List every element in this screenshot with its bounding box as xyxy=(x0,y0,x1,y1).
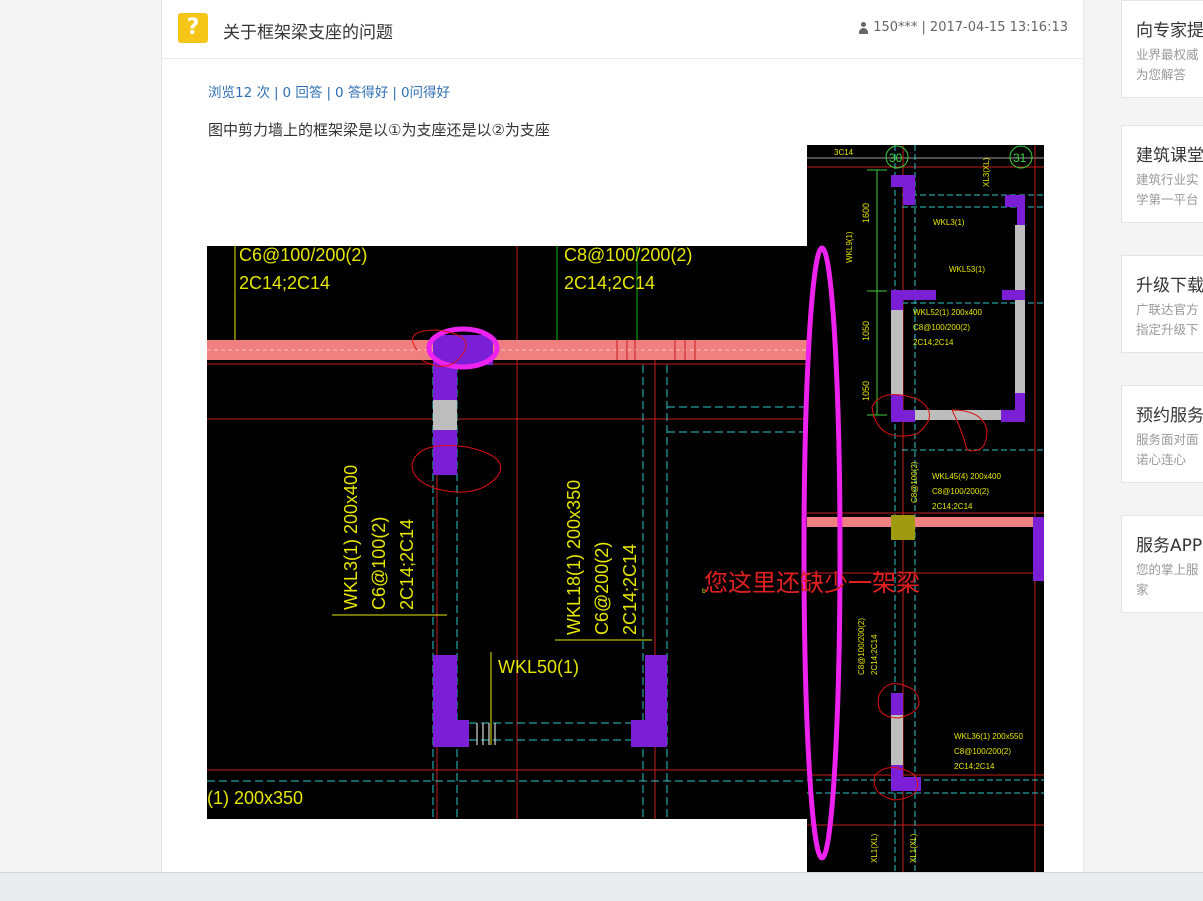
sidebar-card-title: 预约服务 xyxy=(1136,406,1203,426)
svg-text:(1) 200x350: (1) 200x350 xyxy=(207,788,303,808)
sidebar-card-desc: 您的掌上服家 xyxy=(1136,562,1199,597)
sidebar-card-desc: 广联达官方指定升级下 xyxy=(1136,302,1199,337)
stats-separator: | xyxy=(326,85,331,101)
sidebar-card-app[interactable]: 服务APP 您的掌上服家 xyxy=(1121,515,1203,613)
question-stats: 浏览12 次|0 回答|0 答得好|0问得好 xyxy=(208,81,450,101)
question-card: ? 关于框架梁支座的问题 150*** | 2017-04-15 13:16:1… xyxy=(161,0,1084,872)
svg-text:C6@100/200(2): C6@100/200(2) xyxy=(239,245,367,265)
svg-text:2C14;2C14: 2C14;2C14 xyxy=(932,502,973,511)
sidebar-card-title: 服务APP xyxy=(1136,536,1203,556)
question-mark-icon: ? xyxy=(178,13,208,43)
svg-text:2C14;2C14: 2C14;2C14 xyxy=(620,544,640,635)
svg-text:WKL50(1): WKL50(1) xyxy=(498,657,579,677)
sidebar-card-desc: 业界最权威为您解答 xyxy=(1136,47,1199,82)
svg-text:C8@100/200(2): C8@100/200(2) xyxy=(857,618,866,675)
svg-text:WKL52(1) 200x400: WKL52(1) 200x400 xyxy=(913,308,982,317)
browser-status-bar xyxy=(0,872,1203,901)
svg-text:WKL53(1): WKL53(1) xyxy=(949,265,985,274)
svg-text:C6@200(2): C6@200(2) xyxy=(592,542,612,635)
sidebar-card-desc: 服务面对面诺心连心 xyxy=(1136,432,1199,467)
svg-text:2C14;2C14: 2C14;2C14 xyxy=(397,519,417,610)
svg-text:WKL9(1): WKL9(1) xyxy=(845,231,854,263)
answers-count[interactable]: 0 回答 xyxy=(282,85,323,101)
sidebar-card-title: 升级下载 xyxy=(1136,276,1203,296)
question-meta: 150*** | 2017-04-15 13:16:13 xyxy=(858,20,1068,35)
svg-text:WKL3(1): WKL3(1) xyxy=(933,218,965,227)
sidebar-card-desc: 建筑行业实学第一平台 xyxy=(1136,172,1199,207)
markup-annotation: 您这里还缺少一架梁 xyxy=(704,569,920,597)
svg-text:2C14;2C14: 2C14;2C14 xyxy=(913,338,954,347)
cad-drawing-image[interactable]: b C6@100/200(2) 2C14;2C14 C8@100/200(2) … xyxy=(207,145,1044,872)
svg-text:3C14: 3C14 xyxy=(834,148,854,157)
svg-text:C6@100(2): C6@100(2) xyxy=(369,517,389,610)
sidebar-card-title: 向专家提 xyxy=(1136,21,1203,41)
svg-text:1050: 1050 xyxy=(861,321,871,341)
svg-text:XL1(XL): XL1(XL) xyxy=(870,833,879,863)
asker-name[interactable]: 150*** xyxy=(873,20,918,35)
svg-text:WKL3(1) 200x400: WKL3(1) 200x400 xyxy=(341,465,361,610)
svg-text:C8@100/200(2): C8@100/200(2) xyxy=(932,487,989,496)
svg-text:2C14;2C14: 2C14;2C14 xyxy=(870,634,879,675)
svg-text:WKL36(1) 200x550: WKL36(1) 200x550 xyxy=(954,732,1023,741)
svg-text:2C14;2C14: 2C14;2C14 xyxy=(564,273,655,293)
svg-text:C8@100/200(2): C8@100/200(2) xyxy=(564,245,692,265)
sidebar-card-download[interactable]: 升级下载 广联达官方指定升级下 xyxy=(1121,255,1203,353)
svg-text:C8@100/200(2): C8@100/200(2) xyxy=(913,323,970,332)
good-answers-count[interactable]: 0 答得好 xyxy=(335,85,389,101)
sidebar-card-title: 建筑课堂 xyxy=(1136,146,1203,166)
sidebar-card-classroom[interactable]: 建筑课堂 建筑行业实学第一平台 xyxy=(1121,125,1203,223)
svg-text:XL3(XL): XL3(XL) xyxy=(982,157,991,187)
question-title: 关于框架梁支座的问题 xyxy=(223,23,393,43)
svg-text:b: b xyxy=(702,588,706,595)
svg-text:C8@100/200(2): C8@100/200(2) xyxy=(954,747,1011,756)
svg-text:1050: 1050 xyxy=(861,381,871,401)
cad-left-panel: b C6@100/200(2) 2C14;2C14 C8@100/200(2) … xyxy=(207,245,807,819)
svg-text:31: 31 xyxy=(1013,151,1027,165)
good-questions-count[interactable]: 0问得好 xyxy=(400,85,451,101)
user-icon xyxy=(858,21,869,34)
svg-text:XL1(XL): XL1(XL) xyxy=(909,833,918,863)
sidebar-card-booking[interactable]: 预约服务 服务面对面诺心连心 xyxy=(1121,385,1203,483)
sidebar-card-expert[interactable]: 向专家提 业界最权威为您解答 xyxy=(1121,0,1203,98)
svg-text:30: 30 xyxy=(889,151,903,165)
svg-text:C8@100(2): C8@100(2) xyxy=(910,461,919,503)
svg-text:2C14;2C14: 2C14;2C14 xyxy=(954,762,995,771)
svg-text:1600: 1600 xyxy=(861,203,871,223)
svg-text:WKL45(4) 200x400: WKL45(4) 200x400 xyxy=(932,472,1001,481)
cad-right-panel: 3C14 30 31 XL3(XL) WKL9(1) WKL3(1) WKL53… xyxy=(807,145,1044,872)
stats-separator: | xyxy=(392,85,397,101)
question-header: ? 关于框架梁支座的问题 150*** | 2017-04-15 13:16:1… xyxy=(162,0,1083,59)
stats-separator: | xyxy=(273,85,279,101)
question-body: 图中剪力墙上的框架梁是以①为支座还是以②为支座 xyxy=(208,121,550,139)
question-datetime: 2017-04-15 13:16:13 xyxy=(929,20,1068,35)
svg-text:WKL18(1) 200x350: WKL18(1) 200x350 xyxy=(564,480,584,635)
svg-text:2C14;2C14: 2C14;2C14 xyxy=(239,273,330,293)
views-count[interactable]: 浏览12 次 xyxy=(208,85,270,101)
markup-ellipse xyxy=(801,245,843,861)
meta-separator: | xyxy=(921,20,926,35)
